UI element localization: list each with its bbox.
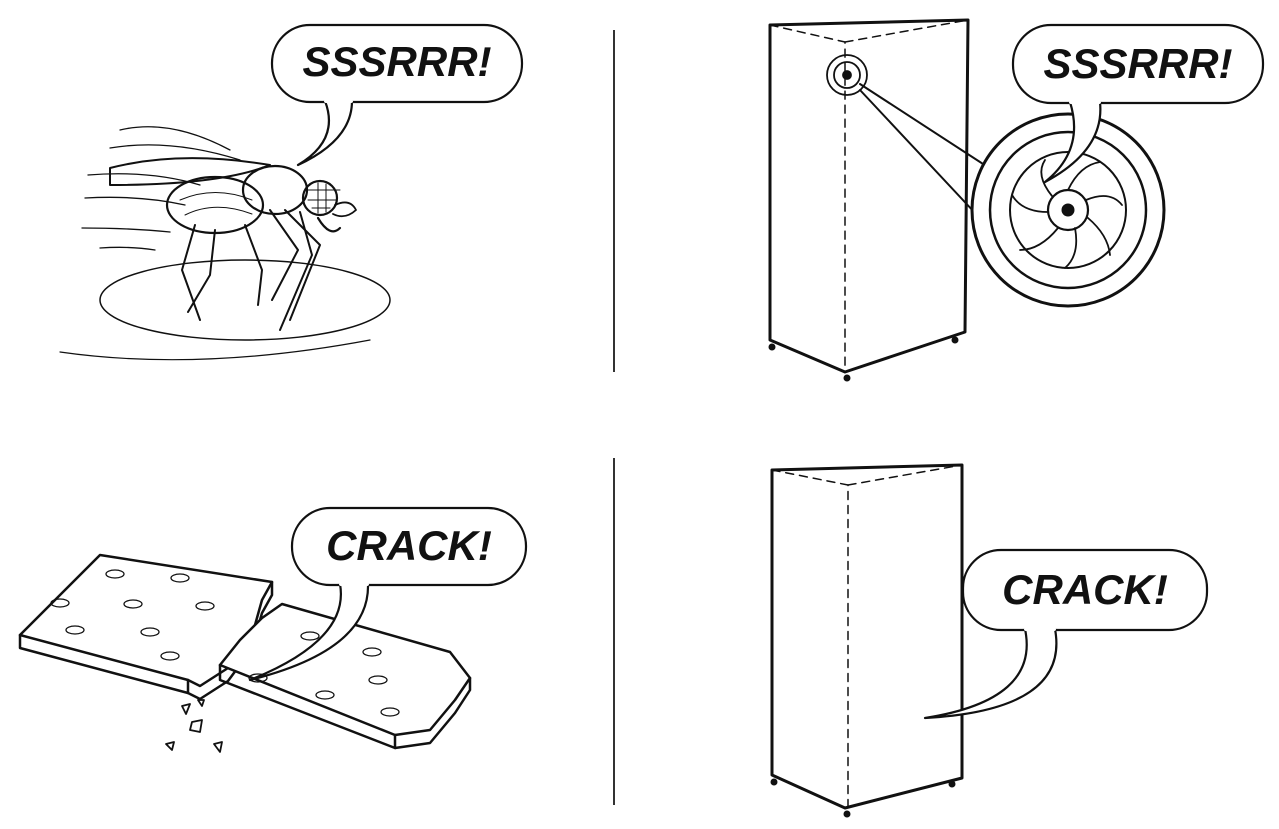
fridge-cabinet-bottom (770, 463, 964, 818)
fly-body (165, 164, 357, 235)
speech-bubble-fly (270, 23, 524, 167)
cracker-left-piece (18, 553, 274, 701)
speech-bubble-fridge-fan-text: SSSRRR! (1043, 40, 1232, 87)
cracker-holes (50, 569, 400, 717)
speech-bubble-cracker (248, 506, 528, 682)
panel-fridge-crack (770, 463, 1209, 818)
speech-bubble-fridge-fan (1011, 23, 1265, 184)
speech-bubble-fly-text: SSSRRR! (302, 38, 491, 85)
panel-cracker (18, 506, 528, 753)
panel-fly (59, 23, 524, 361)
speech-bubble-fridge-crack (923, 548, 1209, 720)
panel-fridge-fan (768, 18, 1265, 382)
fan-magnified-icon (970, 112, 1166, 308)
cracker-crumbs (165, 699, 223, 753)
fly-shadow (59, 259, 391, 361)
fan-small-icon (826, 54, 868, 96)
speech-bubble-fridge-crack-text: CRACK! (1002, 566, 1168, 613)
fridge-cabinet-top (768, 18, 970, 382)
wing-motion-lines (81, 126, 241, 251)
fly-wing (109, 157, 271, 186)
cracker-right-piece (218, 602, 472, 750)
speech-bubble-cracker-text: CRACK! (326, 522, 492, 569)
fly-legs (181, 209, 321, 331)
